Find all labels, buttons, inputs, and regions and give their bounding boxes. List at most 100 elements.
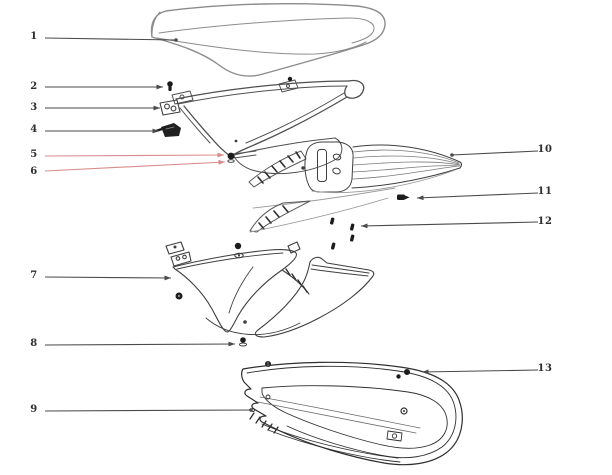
fender-hatched-tail xyxy=(248,150,307,188)
guard-bottom-line-a xyxy=(267,429,401,463)
chain-guard xyxy=(241,361,463,466)
leader-line-9 xyxy=(44,409,252,412)
bolt-8-flange xyxy=(238,342,248,347)
guard-window xyxy=(261,385,448,449)
leader-arrow-12 xyxy=(361,223,368,229)
fender-rib-3 xyxy=(352,161,461,166)
fender-tail-outline xyxy=(248,150,307,188)
leader-line-11 xyxy=(416,192,539,199)
cover-body xyxy=(172,249,297,333)
leader-line-12 xyxy=(360,221,539,227)
callout-label-4: 4 xyxy=(30,124,38,135)
screw-12-d xyxy=(330,242,336,250)
fender-cone-tip xyxy=(459,161,462,169)
bracket-4-highlight xyxy=(165,126,175,130)
leader-arrow-11 xyxy=(417,195,424,201)
leader-line-5 xyxy=(44,154,225,157)
leader-arrow-3 xyxy=(153,105,160,111)
cover-tab xyxy=(165,241,185,255)
fender-under-curve xyxy=(311,169,456,193)
cover-hinge-hole-a xyxy=(175,256,181,261)
frame-left-plate-hole xyxy=(179,94,185,100)
bolt-56-head xyxy=(227,152,235,160)
cover-flange-hatching xyxy=(285,268,308,293)
cover-top-tab xyxy=(287,241,301,254)
fender-lower-sweep xyxy=(252,187,396,209)
guard-bracket xyxy=(386,430,403,442)
guard-top-bolt-slot xyxy=(266,361,270,367)
guard-chain-line-b xyxy=(257,401,417,434)
callout-label-2: 2 xyxy=(30,81,38,92)
frame-top-rail xyxy=(175,80,350,100)
mudflap-bottom-curve xyxy=(249,197,389,233)
bolt-part-5-6 xyxy=(227,139,238,163)
guard-bracket-hole xyxy=(391,433,398,439)
cover-bottom-hole xyxy=(243,320,247,324)
bracket-3-plate xyxy=(159,99,181,116)
seat xyxy=(150,3,386,77)
cover-bolt-washer xyxy=(234,252,244,259)
cover-bolt-head xyxy=(234,242,242,250)
mudflap-hatching xyxy=(258,205,289,230)
frame-return-tube-inner xyxy=(245,92,345,144)
mudflap xyxy=(249,197,389,233)
frame-top-rail-inner xyxy=(177,85,348,105)
bolt-pair-part-13 xyxy=(396,369,410,379)
side-cover-right xyxy=(254,256,375,338)
seat-top-contour xyxy=(158,17,375,44)
rear-fender xyxy=(248,141,462,233)
fender-cone-bottom xyxy=(351,167,461,189)
leader-line-7 xyxy=(44,276,172,279)
cover-hinge-bracket xyxy=(170,251,192,267)
leader-line-1 xyxy=(44,37,177,41)
screw-12-b xyxy=(349,223,355,231)
bolt-part-2 xyxy=(167,81,173,91)
guard-hole-right xyxy=(400,407,408,415)
fender-hole-upper xyxy=(332,153,342,161)
bolt-13-large xyxy=(404,369,410,375)
cover-right-rail-inner xyxy=(310,268,369,277)
guard-bottom-line-b xyxy=(261,423,399,459)
screw-12-c xyxy=(349,234,355,242)
fender-tail-hatching xyxy=(257,151,301,184)
bracket-3-eye-left xyxy=(164,103,170,110)
frame-under-plate-hole xyxy=(301,166,305,170)
leader-arrow-13 xyxy=(422,369,429,375)
fender-rib-4 xyxy=(352,165,461,173)
guard-inner-wall xyxy=(246,365,457,459)
guard-outer-outline xyxy=(241,361,463,466)
leader-arrow-4 xyxy=(152,128,159,134)
cover-right-outline xyxy=(254,256,375,338)
frame-hook-end xyxy=(344,79,365,99)
cover-bolt-washer-hole xyxy=(237,254,241,257)
callout-label-8: 8 xyxy=(30,338,38,349)
callout-label-7: 7 xyxy=(30,270,38,281)
frame-mid-plate-bolt xyxy=(287,76,293,82)
guard-hole-left xyxy=(265,394,271,400)
leader-line-6 xyxy=(44,161,226,172)
leader-dot-10 xyxy=(450,153,454,157)
callout-label-3: 3 xyxy=(30,102,38,113)
frame-dot xyxy=(234,139,238,143)
seat-outline xyxy=(150,3,386,77)
bolt-13-small xyxy=(396,374,401,379)
callout-label-5: 5 xyxy=(30,149,38,160)
guard-chain-line-a xyxy=(259,396,421,429)
cover-crease xyxy=(228,266,254,314)
cover-tab-hole xyxy=(173,245,177,249)
cover-right-rail xyxy=(311,264,370,274)
cover-hinge-hole-b xyxy=(182,254,187,260)
fender-rib-5 xyxy=(352,165,460,180)
callout-label-10: 10 xyxy=(537,144,553,155)
seat-mid-contour xyxy=(156,37,367,55)
side-cover-left xyxy=(165,241,310,336)
leader-arrow-6 xyxy=(218,159,225,165)
leader-arrow-2 xyxy=(156,84,163,90)
bolt-56-washer xyxy=(227,159,235,163)
frame-left-tube-inner xyxy=(179,107,211,144)
leader-arrow-5 xyxy=(217,152,224,158)
leader-line-13 xyxy=(421,369,539,373)
